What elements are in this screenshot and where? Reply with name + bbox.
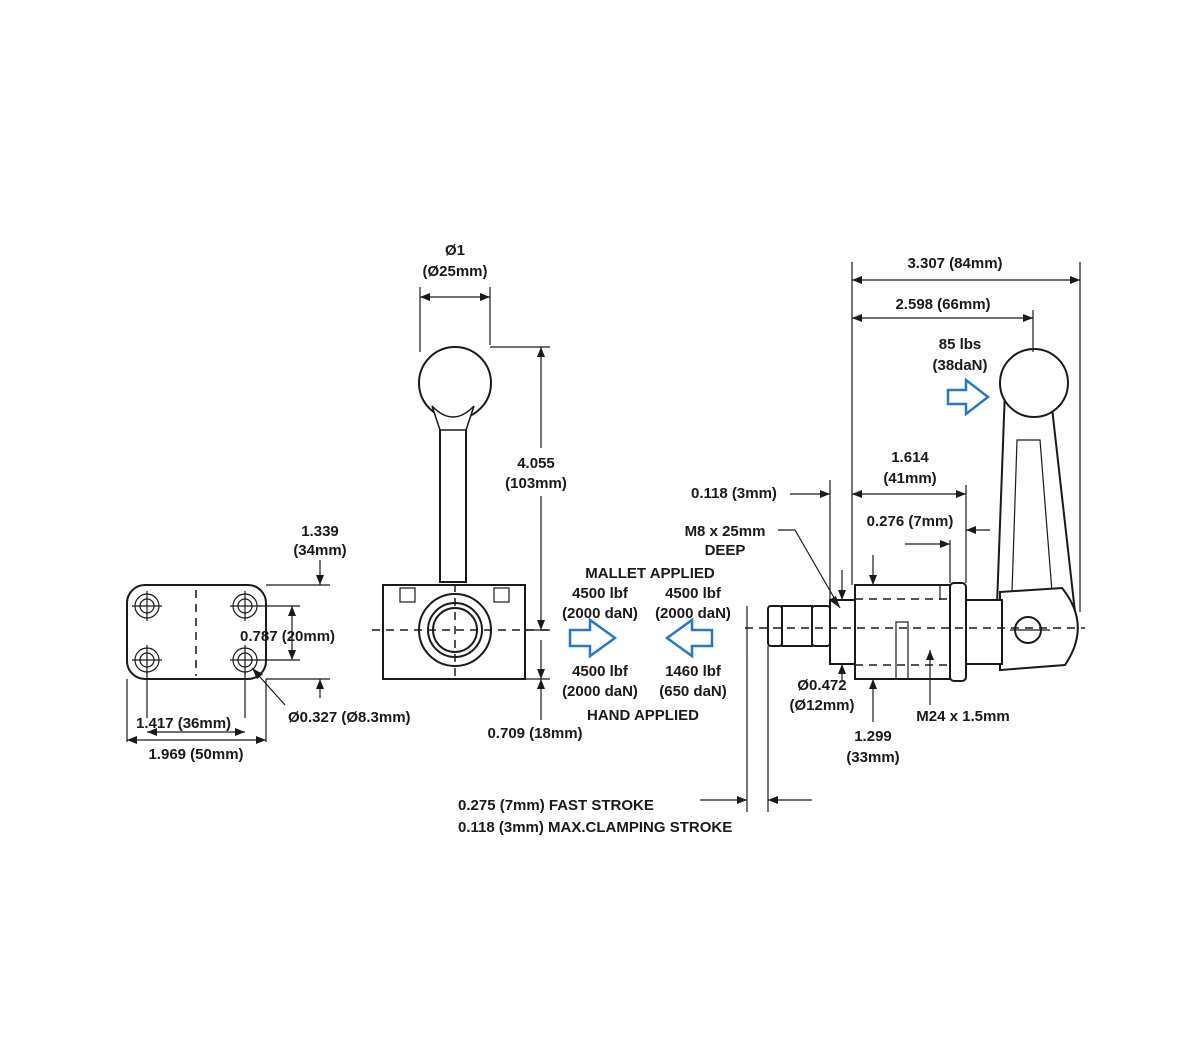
front-body <box>382 584 526 680</box>
side-nut <box>949 582 967 682</box>
body-length-mm: (41mm) <box>883 470 936 487</box>
mallet-left-unit: (2000 daN) <box>562 605 638 622</box>
side-knob <box>999 348 1069 418</box>
base-width: 1.969 (50mm) <box>148 746 243 763</box>
base-plate-view <box>126 560 330 744</box>
base-hole-span: 1.417 (36mm) <box>136 715 231 732</box>
mounting-holes <box>132 591 260 675</box>
body-diameter-mm: (33mm) <box>846 749 899 766</box>
base-height-mm: (34mm) <box>293 542 346 559</box>
knob-diameter-mm: (Ø25mm) <box>422 263 487 280</box>
mallet-applied-title: MALLET APPLIED <box>585 565 715 582</box>
knob-diameter-value: Ø1 <box>445 242 465 259</box>
front-knob <box>418 346 492 420</box>
side-plunger-screw <box>781 605 813 647</box>
overall-length: 3.307 (84mm) <box>907 255 1002 272</box>
front-height-value: 4.055 <box>517 455 555 472</box>
hand-right-force: 1460 lbf <box>665 663 722 680</box>
handle-force-arrow <box>946 377 991 417</box>
hand-left-unit: (2000 daN) <box>562 683 638 700</box>
front-view <box>372 287 550 720</box>
side-view <box>700 262 1085 812</box>
handle-force-unit: (38daN) <box>932 357 987 374</box>
body-diameter-value: 1.299 <box>854 728 892 745</box>
mallet-right-unit: (2000 daN) <box>655 605 731 622</box>
mallet-left-force: 4500 lbf <box>572 585 629 602</box>
base-hole-spacing: 0.787 (20mm) <box>240 628 335 645</box>
front-handle-stem <box>439 417 467 583</box>
thread-size: M24 x 1.5mm <box>916 708 1009 725</box>
hand-force-left-arrow <box>664 617 714 659</box>
base-hole-diameter: Ø0.327 (Ø8.3mm) <box>288 709 411 726</box>
side-plunger-tip <box>767 605 783 647</box>
handle-force-value: 85 lbs <box>939 336 982 353</box>
thread-hole-size: M8 x 25mm <box>685 523 766 540</box>
side-collar <box>965 599 1003 665</box>
body-length-value: 1.614 <box>891 449 929 466</box>
side-plunger-flange <box>829 599 856 665</box>
hand-right-unit: (650 daN) <box>659 683 727 700</box>
side-plunger-rod <box>811 605 831 647</box>
fast-stroke-label: 0.275 (7mm) FAST STROKE <box>458 797 654 814</box>
pin-diameter-value: Ø0.472 <box>797 677 846 694</box>
mallet-force-right-arrow <box>568 617 618 659</box>
pin-diameter-mm: (Ø12mm) <box>789 697 854 714</box>
front-center-height: 0.709 (18mm) <box>487 725 582 742</box>
hand-applied-title: HAND APPLIED <box>587 707 699 724</box>
front-height-mm: (103mm) <box>505 475 567 492</box>
base-height-value: 1.339 <box>301 523 339 540</box>
gap-dimension: 0.118 (3mm) <box>691 485 777 502</box>
hand-left-force: 4500 lbf <box>572 663 629 680</box>
thread-hole-depth: DEEP <box>705 542 746 559</box>
mallet-right-force: 4500 lbf <box>665 585 722 602</box>
max-clamping-stroke-label: 0.118 (3mm) MAX.CLAMPING STROKE <box>458 819 732 836</box>
nut-width: 0.276 (7mm) <box>867 513 954 530</box>
side-handle-arm <box>995 389 1077 614</box>
handle-reach: 2.598 (66mm) <box>895 296 990 313</box>
